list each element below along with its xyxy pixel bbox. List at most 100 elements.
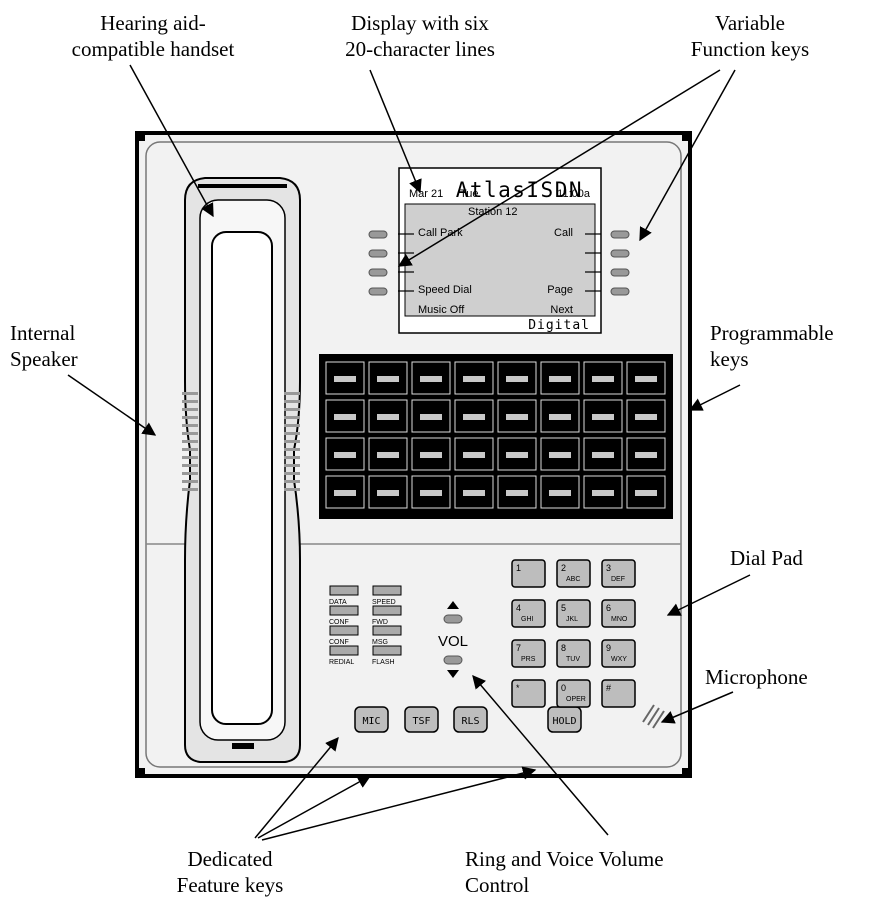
programmable-key[interactable] [626,361,666,395]
volume-label: VOL [438,633,468,650]
dial-key[interactable] [556,639,591,668]
programmable-key-indicator [635,376,657,382]
dial-key-letters: WXY [611,656,627,663]
programmable-key-indicator [592,490,614,496]
display-right-label-4: Next [550,304,573,316]
programmable-key-indicator [549,376,571,382]
programmable-key-indicator [549,490,571,496]
feature-key-left-label: DATA [329,599,347,606]
corner-tr [682,131,692,141]
variable-key-right[interactable] [610,230,630,239]
programmable-key-indicator [463,490,485,496]
dial-key[interactable] [511,599,546,628]
dial-key[interactable] [601,559,636,588]
variable-key-right[interactable] [610,268,630,277]
variable-key-right[interactable] [610,249,630,258]
programmable-keys-panel[interactable] [319,354,673,519]
programmable-key-indicator [334,490,356,496]
variable-function-keys[interactable] [368,230,630,296]
dial-key-digit: 1 [516,563,521,573]
bottom-key-tsf[interactable] [404,706,439,733]
dial-key-digit: 9 [606,643,611,653]
bottom-key-label: HOLD [552,716,576,727]
feature-key-left[interactable] [329,585,359,596]
arrow-volume [472,674,609,836]
dial-key[interactable] [511,559,546,588]
feature-key-right-label: FLASH [372,659,395,666]
callout-feature-keys: Dedicated Feature keys [176,847,284,897]
callout-microphone: Microphone [705,665,808,689]
dial-key-letters: DEF [611,576,625,583]
volume-control[interactable]: VOL [438,601,468,678]
feature-key-left[interactable] [329,625,359,636]
dial-key-digit: 4 [516,603,521,613]
dial-key-letters: GHI [521,616,534,623]
programmable-key-indicator [420,490,442,496]
dial-key[interactable] [556,679,591,708]
grille-slot [284,464,300,467]
dial-key-letters: TUV [566,656,580,663]
programmable-key-indicator [334,376,356,382]
volume-down-icon[interactable] [447,670,459,678]
dial-key[interactable] [601,599,636,628]
grille-slot [182,408,198,411]
programmable-key-indicator [377,452,399,458]
dial-key[interactable] [556,599,591,628]
programmable-key-indicator [420,452,442,458]
variable-key-left[interactable] [368,230,388,239]
programmable-key-indicator [334,452,356,458]
dial-key-digit: * [516,683,520,693]
feature-key-right[interactable] [372,585,402,596]
bottom-key-label: MIC [362,716,380,727]
dial-key[interactable] [511,679,546,708]
display-date: Mar 21 [409,188,443,200]
feature-key-left[interactable] [329,605,359,616]
programmable-key-indicator [549,414,571,420]
feature-key-right[interactable] [372,645,402,656]
dial-key-digit: 6 [606,603,611,613]
dial-key[interactable] [601,639,636,668]
dial-key[interactable] [601,679,636,708]
display-left-label-1: Call Park [418,227,463,239]
display-left-label-3: Speed Dial [418,284,472,296]
programmable-key-indicator [506,414,528,420]
arrow-variable-right [639,69,736,242]
bottom-key-mic[interactable] [354,706,389,733]
variable-key-left[interactable] [368,268,388,277]
variable-key-left[interactable] [368,249,388,258]
programmable-key-indicator [592,376,614,382]
variable-key-left[interactable] [368,287,388,296]
dial-key-digit: 3 [606,563,611,573]
dial-key-letters: PRS [521,656,536,663]
variable-key-right[interactable] [610,287,630,296]
feature-key-left[interactable] [329,645,359,656]
grille-slot [284,448,300,451]
dial-key[interactable] [556,559,591,588]
grille-slot [284,408,300,411]
dial-key-letters: ABC [566,576,580,583]
feature-key-left-label: REDIAL [329,659,354,666]
arrow-feature-1 [254,736,339,839]
programmable-key-indicator [377,376,399,382]
handset[interactable] [184,177,301,763]
bottom-key-rls[interactable] [453,706,488,733]
volume-up-icon[interactable] [447,601,459,609]
programmable-key-indicator [506,490,528,496]
feature-key-right[interactable] [372,625,402,636]
programmable-key-indicator [463,452,485,458]
grille-slot [182,448,198,451]
dial-key[interactable] [511,639,546,668]
programmable-key[interactable] [497,475,537,509]
display-right-label-3: Page [547,284,573,296]
feature-key-right[interactable] [372,605,402,616]
programmable-key-indicator [420,414,442,420]
callout-variable-keys: Variable Function keys [690,11,810,61]
grille-slot [284,432,300,435]
programmable-key-indicator [334,414,356,420]
grille-slot [284,416,300,419]
callout-dialpad: Dial Pad [730,546,803,570]
programmable-key-indicator [463,414,485,420]
